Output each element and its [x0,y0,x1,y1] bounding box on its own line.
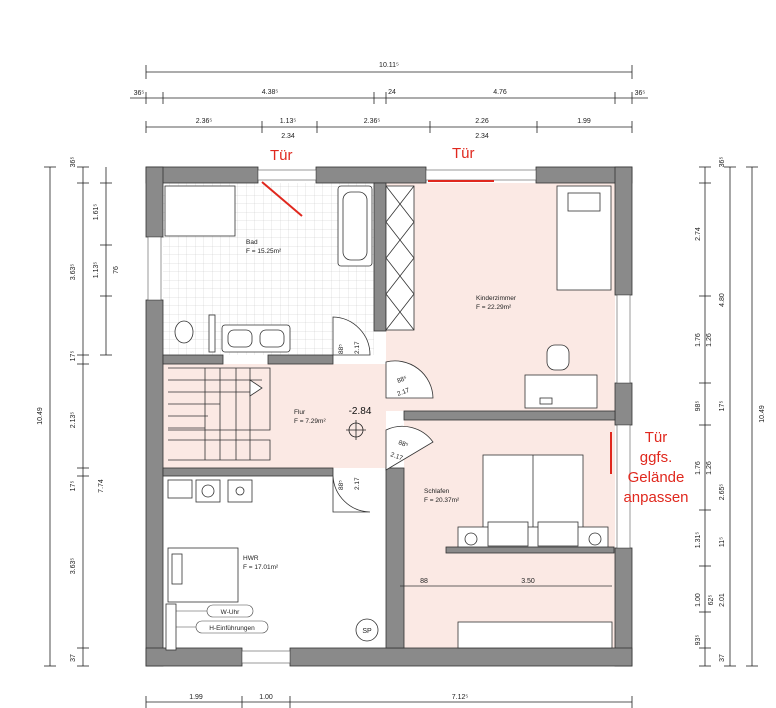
tuer-label-side-4: anpassen [623,489,688,506]
bottom-dim-199: 1.99 [189,694,203,701]
right-dim-98: 98⁵ [695,401,702,412]
bad-name: Bad [246,239,258,246]
right-dim-265: 2.65⁵ [719,484,726,501]
schlafen-name: Schlafen [424,488,450,495]
top-dim-234-b: 2.34 [475,133,489,140]
top-dim-236-a: 2.36⁵ [196,118,213,125]
door-label-h: 2.17 [354,341,361,354]
level-label: -2.84 [349,406,372,417]
tuer-label-side-3: Gelände [628,469,685,486]
top-dim-36-left: 36⁵ [134,90,145,97]
top-dim-476: 4.76 [493,89,507,96]
right-dim-176-a: 1.76 [695,333,702,347]
walls [145,166,633,667]
flur-area: F = 7.29m² [294,418,326,425]
w-uhr-label: W-Uhr [221,609,240,616]
top-dim-226: 2.26 [475,118,489,125]
door-label-h: 2.17 [389,451,404,462]
left-dim-37: 37 [70,654,77,662]
top-dim-24: 24 [388,89,396,96]
hwr-area: F = 17.01m² [243,564,279,571]
red-door-marks [261,180,612,474]
kinder-furniture [524,185,612,409]
bottom-dim-712: 7.12⁵ [452,694,469,701]
inner-dim-88: 88 [420,578,428,585]
right-dim-201: 2.01 [719,593,726,607]
wardrobe-kinder [385,185,415,331]
left-dim-161: 1.61⁵ [93,204,100,221]
kinder-desk [524,374,598,409]
left-dim-total: 10.49 [37,407,44,425]
top-dim-234-a: 2.34 [281,133,295,140]
kinder-name: Kinderzimmer [476,295,517,302]
tuer-label-bad: Tür [270,147,293,164]
left-dim-36: 36⁵ [70,157,77,168]
left-dim-76: 76 [113,266,120,274]
right-dim-131: 1.31⁵ [695,532,702,549]
right-dim-11: 11⁵ [719,537,726,547]
bathroom-fixtures [164,185,373,353]
top-dim-113: 1.13⁵ [280,118,297,125]
windows [147,169,631,664]
wardrobe-schlafen [457,621,613,649]
right-dim-100: 1.00 [695,593,702,607]
right-dim-126-b: 1.26 [706,461,713,475]
top-dimensions [130,65,648,133]
left-dim-17-b: 17⁵ [70,481,77,492]
kinder-area: F = 22.29m² [476,304,512,311]
flur-name: Flur [294,409,306,416]
top-dim-236-b: 2.36⁵ [364,118,381,125]
door-label-w: 88⁵ [338,480,345,490]
bad-area: F = 15.25m² [246,248,282,255]
right-dim-274: 2.74 [695,227,702,241]
meter-callouts [176,604,269,634]
inner-dim-350: 3.50 [521,578,535,585]
schlafen-furniture [400,454,615,649]
bottom-dimensions [145,696,633,708]
door-label-w: 88⁵ [396,375,408,385]
hwr-name: HWR [243,555,259,562]
left-dimensions [44,166,112,667]
left-dim-213: 2.13⁵ [70,412,77,429]
door-swings [332,316,434,513]
right-dim-62: 62⁵ [708,595,715,606]
door-label-w: 88⁵ [397,439,409,449]
schlafen-area: F = 20.37m² [424,497,460,504]
hwr-fixtures [165,479,379,651]
tuer-label-kinder: Tür [452,145,475,162]
door-label-w: 88⁵ [338,344,345,354]
toilet [174,320,194,344]
left-dim-774: 7.74 [98,479,105,493]
top-dim-36-right: 36⁵ [635,90,646,97]
right-dim-17: 17⁵ [719,401,726,412]
top-dim-total: 10.11⁵ [379,62,399,69]
top-dim-438: 4.38⁵ [262,89,279,96]
sp-label: SP [362,628,372,635]
left-dim-113: 1.13⁵ [93,262,100,279]
right-dim-total: 10.49 [759,405,766,423]
bottom-dim-100: 1.00 [259,694,273,701]
left-dim-363-a: 3.63⁵ [70,264,77,281]
right-dim-480: 4.80 [719,293,726,307]
shower [164,185,236,237]
right-dim-126-a: 1.26 [706,333,713,347]
right-dim-93: 93⁵ [695,635,702,646]
left-dim-17-a: 17⁵ [70,351,77,362]
door-label-h: 2.17 [354,477,361,490]
h-einfuehrungen-label: H-Einführungen [209,625,255,632]
door-label-h: 2.17 [396,387,411,398]
top-dim-199: 1.99 [577,118,591,125]
right-dim-176-b: 1.76 [695,461,702,475]
right-dim-36: 36⁵ [719,157,726,168]
staircase [168,367,271,461]
tuer-label-side-1: Tür [645,429,668,446]
right-dim-37: 37 [719,654,726,662]
level-marker [346,420,366,440]
left-dim-363-b: 3.63⁵ [70,558,77,575]
right-dimensions [699,166,758,667]
tuer-label-side-2: ggfs. [640,449,673,466]
